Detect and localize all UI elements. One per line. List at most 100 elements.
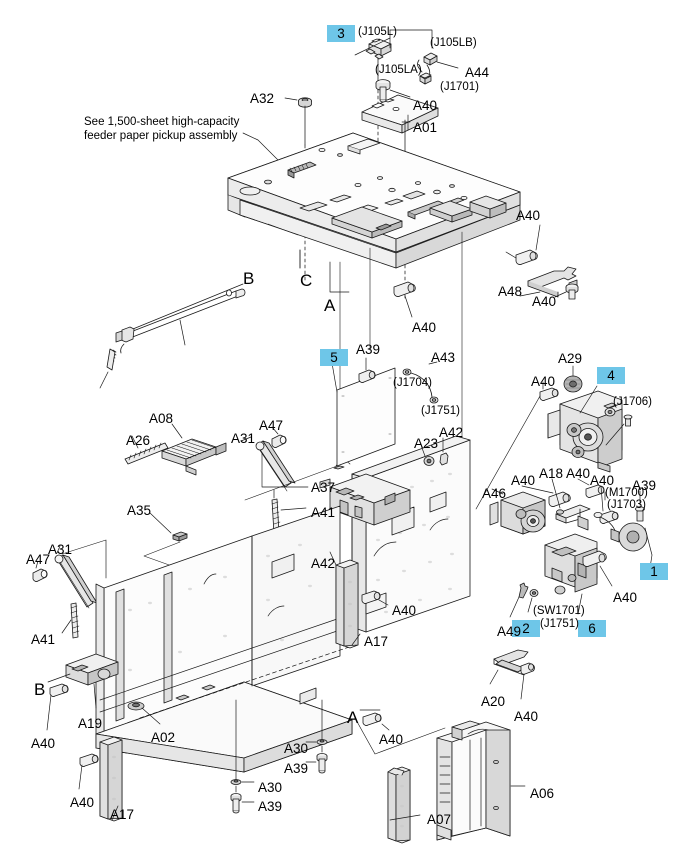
part-label-a06: A06: [530, 786, 555, 801]
part-label-a39-2: A39: [632, 478, 657, 493]
part-label-a42-1: A42: [439, 425, 464, 440]
part-label-a40-8: A40: [590, 473, 615, 488]
rail-a17-center: [329, 551, 361, 649]
part-label-a17-1: A17: [364, 634, 389, 649]
ref-line-a: [329, 261, 350, 293]
part-a49: [509, 582, 539, 618]
part-label-a35: A35: [127, 503, 152, 518]
callout-6[interactable]: 6: [578, 620, 606, 637]
callout-5[interactable]: 5: [320, 349, 348, 366]
pin-a40-a18-b: [599, 485, 619, 524]
part-label-a07: A07: [427, 812, 452, 827]
part-label-a47-2: A47: [26, 552, 51, 567]
part-label-a48: A48: [498, 284, 523, 299]
part-label-a23: A23: [414, 436, 439, 451]
part-label-a46: A46: [482, 486, 507, 501]
rail-a17-left: [99, 736, 123, 822]
pin-a39-c5: [358, 357, 376, 383]
part-label-a40-12: A40: [70, 795, 95, 810]
part-label-a40-1: A40: [413, 98, 438, 113]
spring-a41-upper: [271, 489, 307, 535]
spring-a41-lower: [61, 602, 80, 639]
screw-a39-right: [635, 490, 645, 522]
part-label-a30-1: A30: [284, 741, 309, 756]
drum-callout1: [610, 522, 653, 569]
part-label-a40-3: A40: [532, 294, 557, 309]
callout-4[interactable]: 4: [597, 367, 625, 384]
part-label-a29: A29: [558, 351, 583, 366]
top-chassis-plate: [227, 132, 521, 269]
bushing-a47-upper: [271, 426, 287, 448]
pin-a40-center: [393, 281, 416, 318]
part-label-a32: A32: [250, 91, 275, 106]
arm-a31-upper: [240, 436, 296, 492]
bracket-a18: [551, 478, 591, 531]
part-label-a40-6: A40: [511, 473, 536, 488]
part-label-a40-9: A40: [613, 590, 638, 605]
connector-label-sw1701: (SW1701): [533, 605, 585, 617]
spring-a26: [124, 435, 169, 465]
reference-letter-b-top: B: [243, 269, 255, 288]
ref-line-b: [127, 283, 244, 332]
motor-assembly-callout4: [547, 385, 623, 473]
part-label-a19: A19: [78, 716, 103, 731]
connector-label-j1751-a: (J1751): [421, 405, 460, 417]
leader-a37: [261, 452, 309, 488]
rod-a38: [99, 288, 246, 389]
part-label-a31-2: A31: [48, 542, 73, 557]
bracket-a01: [361, 94, 439, 301]
part-a42-upper: [439, 437, 449, 466]
part-label-a40-4: A40: [412, 320, 437, 335]
part-a23: [421, 447, 435, 466]
connector-label-j105lb: (J105LB): [430, 37, 477, 49]
callout-2[interactable]: 2: [512, 620, 540, 637]
pin-a40-right: [505, 224, 541, 265]
connector-label-j105l: (J105L): [358, 26, 397, 38]
pin-a40-a17-center: [361, 590, 389, 606]
reference-letter-a-bottom: A: [347, 708, 359, 727]
part-label-a41-2: A41: [31, 632, 56, 647]
rail-a07: [387, 766, 421, 844]
pin-a40-bottom-right: [362, 712, 390, 731]
connector-label-j1706: (J1706): [613, 396, 652, 408]
part-label-a26: A26: [126, 433, 151, 448]
pin-a40-callout6: [582, 550, 613, 587]
part-label-a40-13: A40: [379, 732, 404, 747]
part-label-a20: A20: [481, 694, 506, 709]
arm-a31-lower: [54, 545, 98, 609]
screw-a30-a39-right: [305, 699, 328, 774]
part-label-a47-1: A47: [259, 418, 284, 433]
assembly-a37: [319, 460, 411, 526]
part-label-a42-2: A42: [311, 556, 336, 571]
part-label-a41-1: A41: [311, 505, 336, 520]
part-label-a01: A01: [413, 120, 438, 135]
pin-a40-a20: [520, 662, 535, 700]
connector-j105l-group: [354, 29, 433, 146]
part-label-a02: A02: [151, 730, 176, 745]
harness-a44-group: [417, 52, 459, 85]
pin-a40-a17-left: [78, 753, 99, 790]
reference-letter-a-top: A: [324, 296, 336, 315]
part-label-a08: A08: [149, 411, 174, 426]
assembly-a46: [489, 488, 546, 535]
reference-letter-c: C: [300, 271, 313, 290]
part-label-a18: A18: [539, 466, 564, 481]
part-a06: [436, 720, 526, 841]
part-label-a40-2: A40: [516, 208, 541, 223]
callout-3[interactable]: 3: [327, 25, 355, 42]
pin-a40-b: [46, 673, 71, 731]
pin-a40-motor-left: [475, 381, 559, 510]
part-label-a40-7: A40: [566, 466, 591, 481]
part-label-a31-1: A31: [231, 431, 256, 446]
part-label-a39-4: A39: [258, 799, 283, 814]
part-label-a49: A49: [497, 624, 522, 639]
connector-label-j1751-b: (J1751): [540, 618, 579, 630]
bracket-a19: [65, 653, 119, 709]
callout-1[interactable]: 1: [640, 563, 668, 580]
bushing-a47-lower: [32, 560, 48, 582]
part-label-a44: A44: [465, 65, 490, 80]
part-label-a39-1: A39: [356, 342, 381, 357]
assembly-note: See 1,500-sheet high-capacity feeder pap…: [84, 116, 240, 142]
